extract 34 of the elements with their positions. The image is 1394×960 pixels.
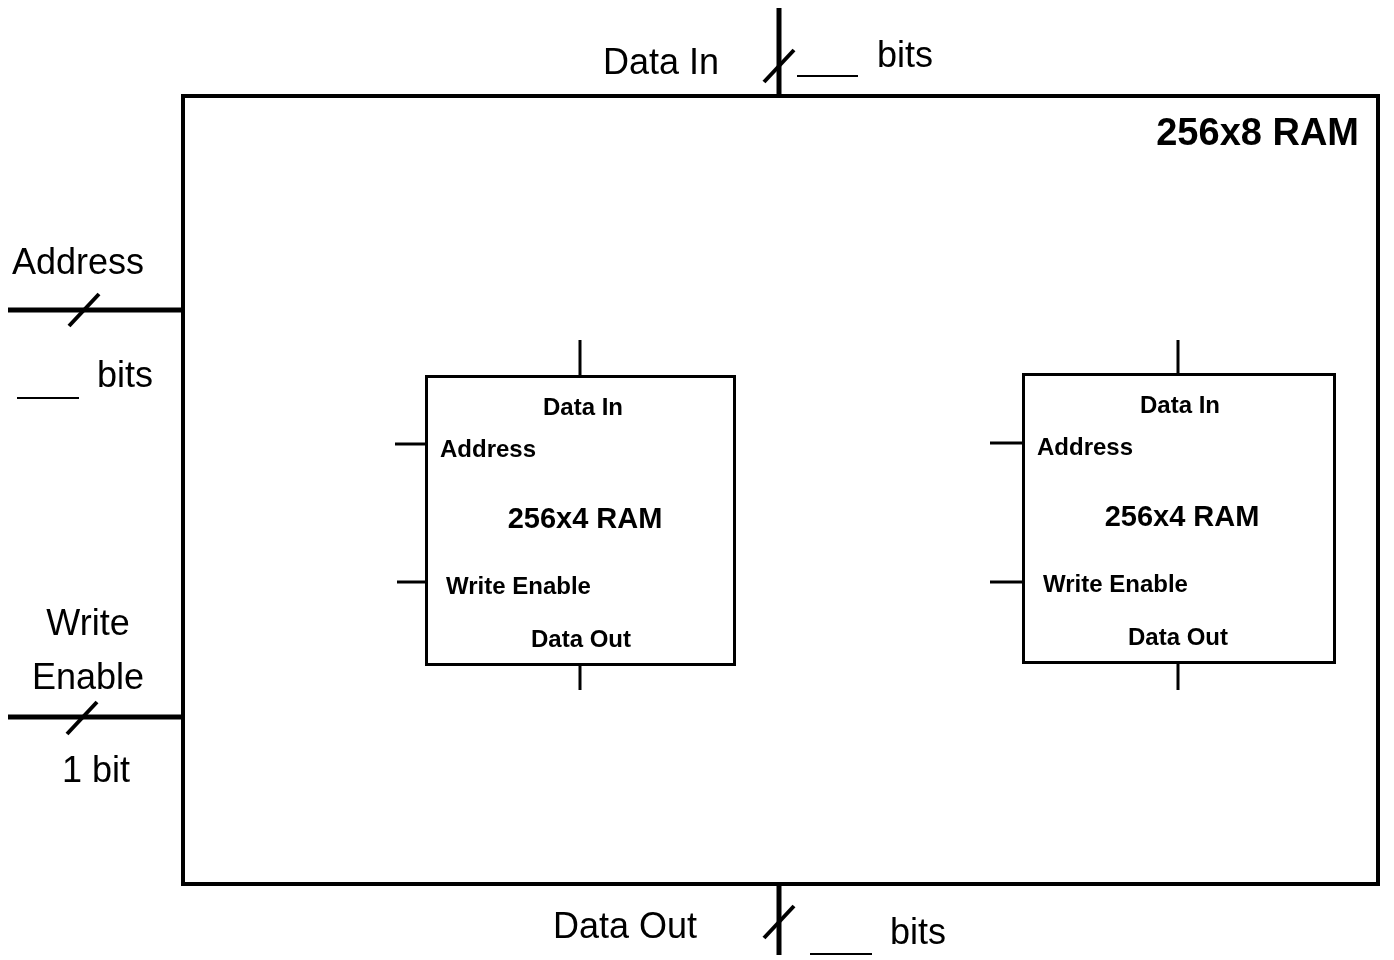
bit-width-label: bits <box>877 33 934 77</box>
pin-stub <box>397 580 425 584</box>
pin-label: Write Enable <box>1043 569 1188 599</box>
pin-stub <box>990 441 1022 445</box>
signal-bus-line <box>776 886 782 955</box>
pin-stub <box>395 442 425 446</box>
pin-label: Data Out <box>531 624 631 654</box>
ram-title: 256x8 RAM <box>1156 117 1359 147</box>
bit-width-label: 1 bit <box>62 748 131 792</box>
pin-label: Data Out <box>1128 622 1228 652</box>
signal-bus-line <box>776 8 782 94</box>
ram-title: 256x4 RAM <box>1104 501 1260 531</box>
ram-chip-box <box>1022 373 1336 664</box>
pin-stub <box>1176 664 1180 690</box>
ram-block-outline <box>181 94 1380 886</box>
ram-title: 256x4 RAM <box>507 503 663 533</box>
signal-label: Data In <box>603 40 720 84</box>
bit-width-label: bits <box>97 353 154 397</box>
signal-label: Address <box>12 240 145 284</box>
signal-label: Write Enable <box>30 601 146 699</box>
pin-label: Write Enable <box>446 571 591 601</box>
pin-stub <box>1176 340 1180 373</box>
signal-bus-line <box>8 714 181 720</box>
pin-label: Address <box>440 434 537 464</box>
pin-stub <box>578 666 582 690</box>
pin-label: Data In <box>1140 390 1220 420</box>
ram-chip-box <box>425 375 736 666</box>
signal-label: Data Out <box>553 904 698 948</box>
pin-stub <box>990 580 1022 584</box>
pin-label: Address <box>1037 432 1134 462</box>
bit-width-label: bits <box>890 910 947 954</box>
signal-bus-line <box>8 307 181 313</box>
pin-label: Data In <box>543 392 623 422</box>
pin-stub <box>578 340 582 375</box>
